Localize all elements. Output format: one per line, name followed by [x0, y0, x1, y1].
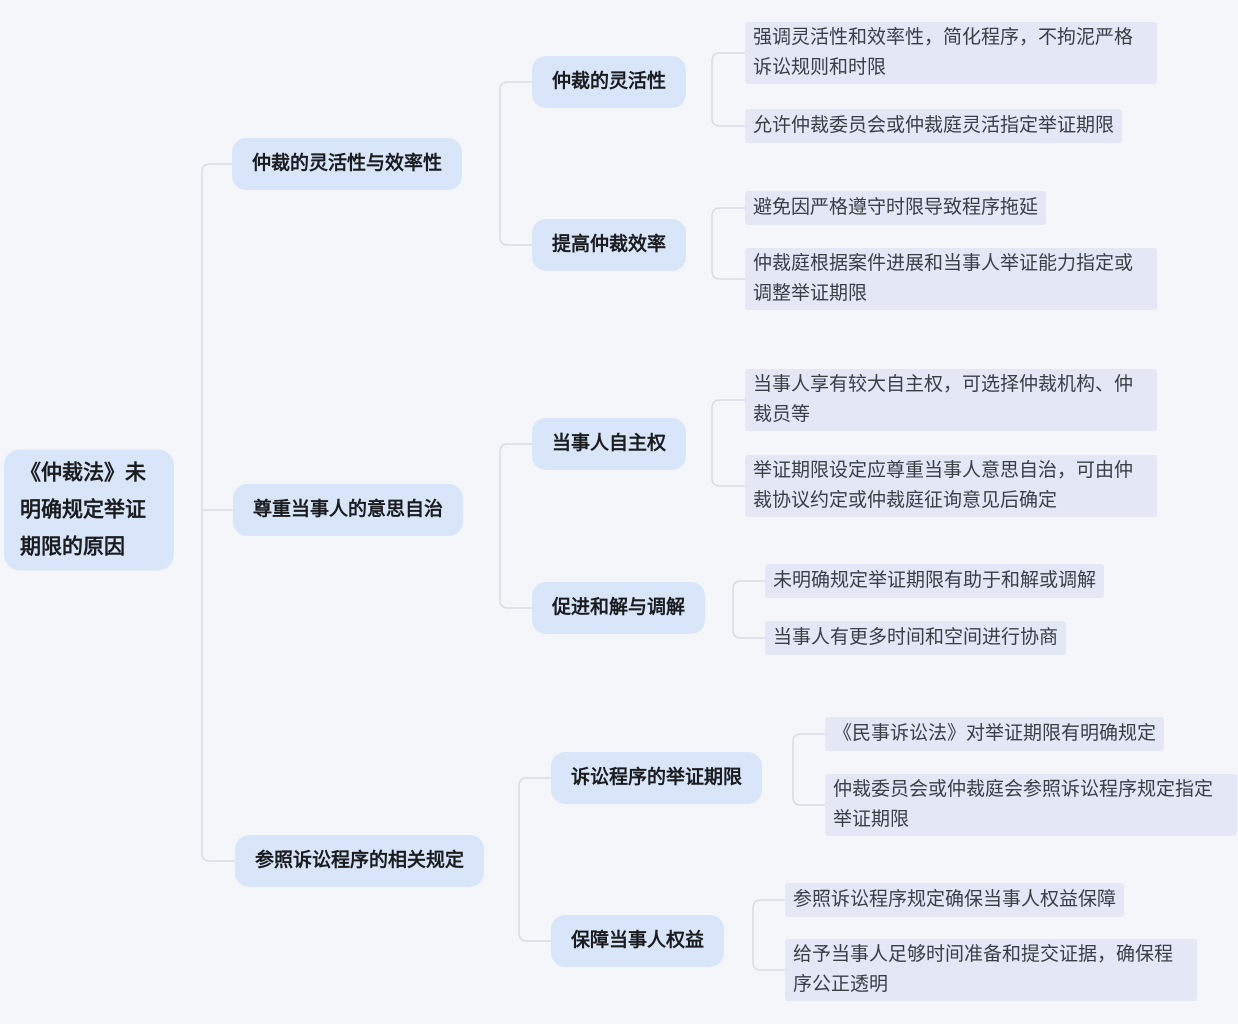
- leaf-node[interactable]: 仲裁庭根据案件进展和当事人举证能力指定或调整举证期限: [745, 248, 1157, 310]
- root-topic[interactable]: 《仲裁法》未明确规定举证期限的原因: [4, 449, 174, 571]
- sub-improve-efficiency[interactable]: 提高仲裁效率: [532, 219, 687, 271]
- sub-arbitration-flexibility[interactable]: 仲裁的灵活性: [532, 56, 687, 108]
- sub-promote-settlement[interactable]: 促进和解与调解: [532, 582, 706, 634]
- branch-party-autonomy[interactable]: 尊重当事人的意思自治: [233, 484, 464, 536]
- sub-protect-party-rights[interactable]: 保障当事人权益: [551, 915, 725, 967]
- sub-litigation-evidence-period[interactable]: 诉讼程序的举证期限: [551, 752, 763, 804]
- connector-branch3-children: [518, 777, 551, 942]
- branch-flexibility-efficiency[interactable]: 仲裁的灵活性与效率性: [232, 138, 463, 190]
- leaf-node[interactable]: 避免因严格遵守时限导致程序拖延: [745, 191, 1047, 225]
- connector-main-trunk: [201, 163, 235, 862]
- connector-sub4-leaves: [732, 580, 765, 639]
- connector-sub5-leaves: [792, 733, 825, 806]
- leaf-node[interactable]: 当事人有更多时间和空间进行协商: [765, 621, 1067, 655]
- connector-sub2-leaves: [711, 207, 745, 280]
- leaf-node[interactable]: 强调灵活性和效率性，简化程序，不拘泥严格诉讼规则和时限: [745, 22, 1157, 84]
- leaf-node[interactable]: 参照诉讼程序规定确保当事人权益保障: [785, 883, 1125, 917]
- leaf-node[interactable]: 给予当事人足够时间准备和提交证据，确保程序公正透明: [785, 939, 1197, 1001]
- leaf-node[interactable]: 当事人享有较大自主权，可选择仲裁机构、仲裁员等: [745, 369, 1157, 431]
- leaf-node[interactable]: 允许仲裁委员会或仲裁庭灵活指定举证期限: [745, 109, 1123, 143]
- leaf-node[interactable]: 《民事诉讼法》对举证期限有明确规定: [825, 717, 1165, 751]
- sub-party-autonomy-right[interactable]: 当事人自主权: [532, 418, 687, 470]
- leaf-node[interactable]: 举证期限设定应尊重当事人意思自治，可由仲裁协议约定或仲裁庭征询意见后确定: [745, 455, 1157, 517]
- connector-sub3-leaves: [711, 399, 745, 487]
- connector-branch2-children: [499, 443, 532, 609]
- connector-branch1-children: [499, 81, 532, 246]
- connector-sub1-leaves: [711, 52, 745, 127]
- leaf-node[interactable]: 仲裁委员会或仲裁庭会参照诉讼程序规定指定举证期限: [825, 774, 1237, 836]
- leaf-node[interactable]: 未明确规定举证期限有助于和解或调解: [765, 564, 1105, 598]
- connector-sub6-leaves: [752, 899, 785, 971]
- branch-litigation-reference[interactable]: 参照诉讼程序的相关规定: [235, 835, 485, 887]
